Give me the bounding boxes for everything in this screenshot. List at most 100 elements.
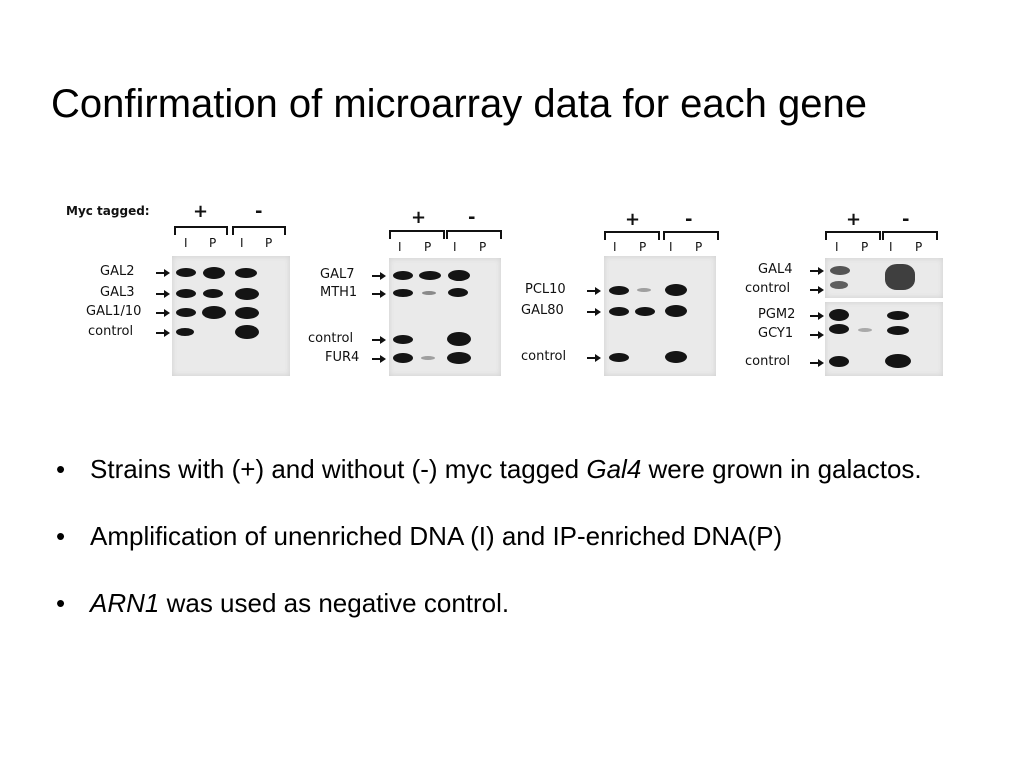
lane-i-label: I: [669, 240, 673, 254]
band: [202, 306, 226, 319]
band: [393, 271, 413, 280]
bullet-item: Strains with (+) and without (-) myc tag…: [56, 450, 1016, 488]
plus-bracket: [174, 226, 228, 235]
lane-p-label: P: [695, 240, 703, 254]
band: [887, 311, 909, 320]
lane-p-label: P: [915, 240, 923, 254]
gel-figure: Myc tagged: + - I P I P GAL2 GAL3 GAL1/1…: [60, 196, 960, 386]
bullet-list: Strains with (+) and without (-) myc tag…: [56, 450, 1016, 651]
band: [235, 325, 259, 339]
minus-label: -: [685, 209, 693, 230]
band: [176, 328, 194, 336]
band: [203, 267, 225, 279]
gene-label: MTH1: [320, 285, 358, 300]
minus-bracket: [882, 231, 938, 240]
lane-p-label: P: [209, 236, 217, 250]
band: [235, 307, 259, 319]
gene-label: FUR4: [325, 350, 360, 365]
gel-panel-2: + - I P I P GAL7 MTH1 control FUR4: [305, 196, 505, 386]
lane-i-label: I: [835, 240, 839, 254]
gel-panel-4: + - I P I P GAL4 control PGM2 GCY1 contr…: [740, 196, 960, 386]
lane-i-label: I: [240, 236, 244, 250]
gene-label: control: [88, 324, 134, 339]
band: [393, 335, 413, 344]
band: [858, 328, 872, 332]
bullet-gene-name: ARN1: [90, 588, 160, 618]
band: [609, 307, 629, 316]
gene-label: GAL4: [758, 262, 793, 277]
gene-label: GAL7: [320, 267, 355, 282]
minus-bracket: [663, 231, 719, 240]
gel-panel-1: Myc tagged: + - I P I P GAL2 GAL3 GAL1/1…: [60, 196, 300, 386]
band: [609, 286, 629, 295]
plus-label: +: [193, 201, 209, 222]
band: [447, 332, 471, 346]
band: [829, 324, 849, 334]
minus-label: -: [255, 201, 263, 222]
band: [637, 288, 651, 292]
lane-i-label: I: [184, 236, 188, 250]
bullet-text: Amplification of unenriched DNA (I) and …: [90, 521, 783, 551]
lane-p-label: P: [639, 240, 647, 254]
gel-image-top: [825, 258, 943, 298]
gene-label: GAL1/10: [86, 304, 142, 319]
band: [665, 351, 687, 363]
band: [830, 266, 850, 275]
band: [829, 356, 849, 367]
band: [203, 289, 223, 298]
bullet-text: were grown in galactos.: [641, 454, 922, 484]
arrow-icon: [372, 272, 386, 280]
plus-label: +: [846, 209, 862, 230]
lane-i-label: I: [613, 240, 617, 254]
plus-label: +: [411, 207, 427, 228]
band: [887, 326, 909, 335]
bullet-text: was used as negative control.: [159, 588, 510, 618]
gene-label: GAL2: [100, 264, 135, 279]
lane-i-label: I: [889, 240, 893, 254]
band: [885, 354, 911, 368]
band: [421, 356, 435, 360]
minus-bracket: [446, 230, 502, 239]
bullet-text: Strains with (+) and without (-) myc tag…: [90, 454, 587, 484]
arrow-icon: [156, 269, 170, 277]
gene-label: control: [745, 281, 791, 296]
gel-panel-3: + - I P I P PCL10 GAL80 control: [515, 196, 730, 386]
band: [176, 289, 196, 298]
arrow-icon: [810, 359, 824, 367]
gene-label: control: [308, 331, 354, 346]
arrow-icon: [587, 308, 601, 316]
gene-label: GAL3: [100, 285, 135, 300]
lane-p-label: P: [479, 240, 487, 254]
arrow-icon: [810, 267, 824, 275]
band: [665, 305, 687, 317]
lane-p-label: P: [424, 240, 432, 254]
band: [635, 307, 655, 316]
bullet-item: ARN1 was used as negative control.: [56, 584, 1016, 622]
gene-label: control: [521, 349, 567, 364]
gene-label: GCY1: [758, 326, 794, 341]
plus-bracket: [825, 231, 881, 240]
gene-label: PCL10: [525, 282, 566, 297]
band: [829, 309, 849, 321]
band: [176, 268, 196, 277]
arrow-icon: [156, 329, 170, 337]
band: [422, 291, 436, 295]
minus-bracket: [232, 226, 286, 235]
minus-label: -: [902, 209, 910, 230]
lane-i-label: I: [398, 240, 402, 254]
plus-label: +: [625, 209, 641, 230]
arrow-icon: [810, 286, 824, 294]
band: [235, 268, 257, 278]
slide-title: Confirmation of microarray data for each…: [51, 82, 867, 126]
bullet-gene-name: Gal4: [586, 454, 642, 484]
myc-tagged-label: Myc tagged:: [66, 204, 150, 218]
gene-label: GAL80: [521, 303, 564, 318]
plus-bracket: [389, 230, 445, 239]
band: [447, 352, 471, 364]
arrow-icon: [372, 290, 386, 298]
lane-p-label: P: [861, 240, 869, 254]
arrow-icon: [810, 312, 824, 320]
band: [665, 284, 687, 296]
arrow-icon: [156, 290, 170, 298]
band: [885, 264, 915, 290]
